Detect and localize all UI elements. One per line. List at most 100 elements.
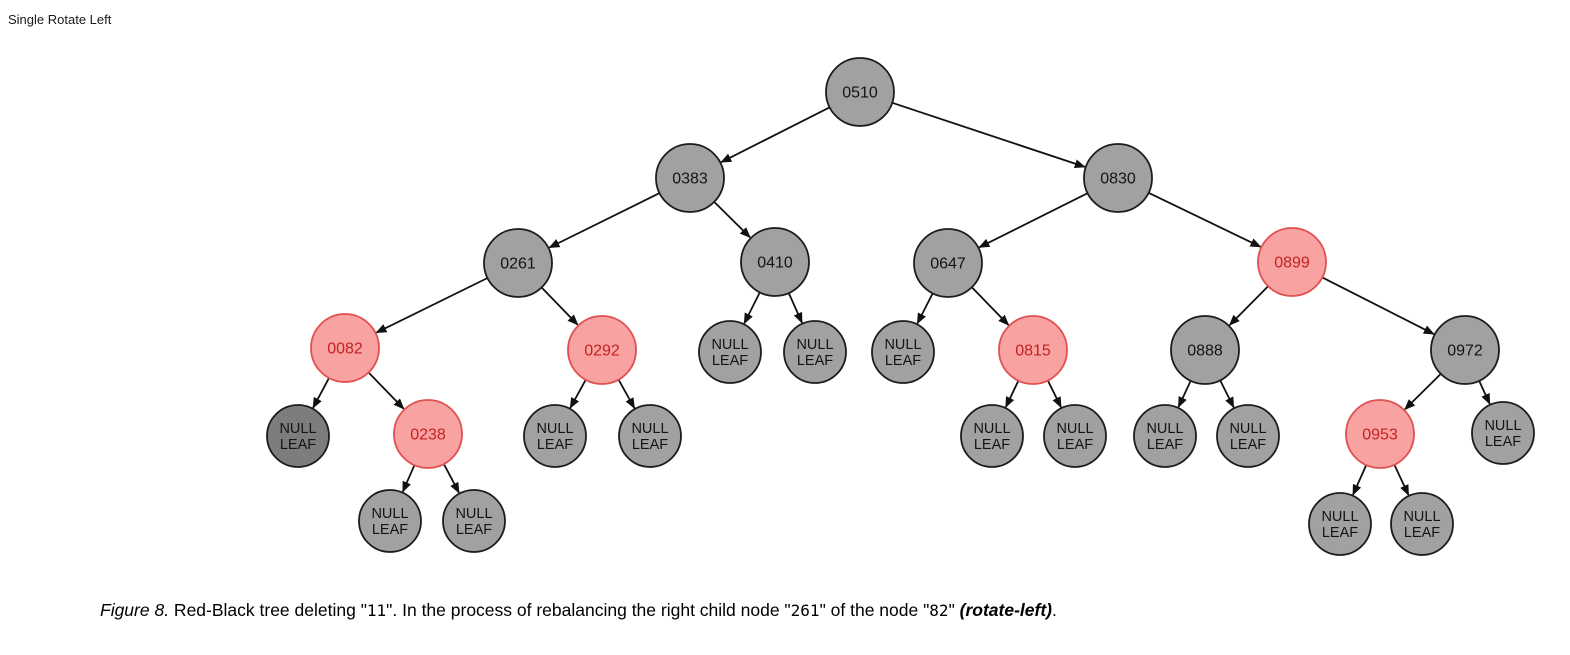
tree-node-0238: 0238 bbox=[393, 399, 463, 469]
tree-edge bbox=[367, 371, 405, 410]
node-key-label: 0953 bbox=[1362, 427, 1398, 444]
tree-edge bbox=[1228, 285, 1269, 326]
tree-edge bbox=[1404, 373, 1442, 411]
tree-edge bbox=[443, 463, 460, 494]
tree-edge bbox=[787, 292, 803, 324]
tree-edge bbox=[312, 377, 330, 409]
tree-node-0082: 0082 bbox=[310, 313, 380, 383]
tree-edge bbox=[540, 286, 579, 326]
node-key-label: 0510 bbox=[842, 85, 878, 102]
tree-edge bbox=[1148, 191, 1262, 248]
tree-edge bbox=[978, 192, 1089, 249]
tree-edge bbox=[1478, 380, 1491, 405]
tree-node-0292: 0292 bbox=[567, 315, 637, 385]
node-key-label: 0082 bbox=[327, 341, 363, 358]
tree-edge bbox=[743, 291, 761, 325]
tree-edge bbox=[401, 464, 416, 493]
tree-node-0953: 0953 bbox=[1345, 399, 1415, 469]
tree-node-0899: 0899 bbox=[1257, 227, 1327, 297]
node-key-label: 0899 bbox=[1274, 255, 1310, 272]
tree-node-0972: 0972 bbox=[1430, 315, 1500, 385]
caption-part: 11 bbox=[366, 601, 387, 620]
tree-edge bbox=[1177, 380, 1192, 408]
tree-edges-layer bbox=[312, 101, 1491, 496]
caption-part: 261 bbox=[790, 601, 820, 620]
tree-node-0510: 0510 bbox=[825, 57, 895, 127]
node-key-label: 0972 bbox=[1447, 343, 1483, 360]
tree-edge bbox=[569, 379, 587, 409]
tree-edge bbox=[1219, 379, 1235, 409]
node-key-label: 0888 bbox=[1187, 343, 1223, 360]
figure-caption: Figure 8. Red-Black tree deleting "11". … bbox=[0, 600, 1570, 621]
caption-part: Figure 8. bbox=[100, 600, 170, 620]
tree-node-0383: 0383 bbox=[655, 143, 725, 213]
tree-edge bbox=[713, 201, 751, 239]
node-key-label: 0292 bbox=[584, 343, 620, 360]
caption-part: Red-Black tree deleting " bbox=[169, 600, 367, 620]
node-key-label: 0383 bbox=[672, 171, 708, 188]
tree-node-0830: 0830 bbox=[1083, 143, 1153, 213]
tree-node-0815: 0815 bbox=[998, 315, 1068, 385]
tree-node-0410: 0410 bbox=[740, 227, 810, 297]
caption-part: " bbox=[948, 600, 960, 620]
tree-node-0261: 0261 bbox=[483, 228, 553, 298]
node-key-label: 0815 bbox=[1015, 343, 1051, 360]
caption-part: " of the node " bbox=[819, 600, 930, 620]
node-key-label: 0238 bbox=[410, 427, 446, 444]
tree-edge bbox=[375, 277, 488, 334]
caption-part: (rotate-left) bbox=[959, 600, 1052, 620]
tree-edge bbox=[1321, 276, 1435, 335]
tree-edge bbox=[1393, 464, 1410, 496]
tree-edge bbox=[971, 286, 1010, 326]
caption-part: 82 bbox=[929, 601, 949, 620]
tree-edge bbox=[720, 106, 831, 164]
tree-node-0647: 0647 bbox=[913, 228, 983, 298]
tree-edge bbox=[548, 192, 660, 249]
tree-edge bbox=[916, 292, 934, 325]
tree-edge bbox=[617, 379, 636, 409]
diagram-title: Single Rotate Left bbox=[8, 12, 112, 27]
tree-edge bbox=[1352, 464, 1368, 496]
caption-part: ". In the process of rebalancing the rig… bbox=[386, 600, 791, 620]
node-key-label: 0647 bbox=[930, 256, 966, 273]
tree-edge bbox=[892, 101, 1086, 169]
node-key-label: 0410 bbox=[757, 255, 793, 272]
node-key-label: 0830 bbox=[1100, 171, 1136, 188]
caption-part: . bbox=[1052, 600, 1057, 620]
tree-edge bbox=[1047, 380, 1062, 409]
node-key-label: 0261 bbox=[500, 256, 536, 273]
